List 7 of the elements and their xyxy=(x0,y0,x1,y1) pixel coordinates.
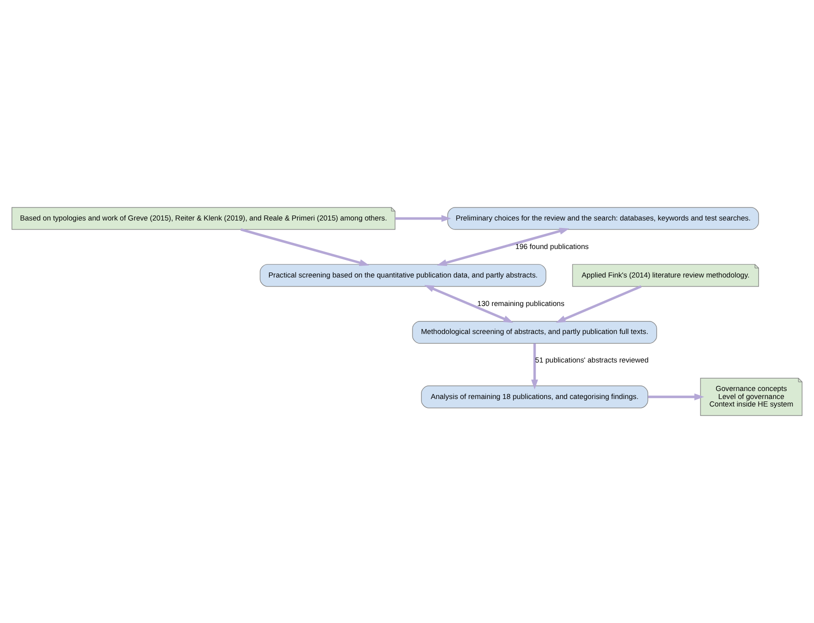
arrow xyxy=(556,285,642,323)
arrow xyxy=(240,228,370,266)
arrow xyxy=(436,228,570,266)
arrow xyxy=(424,284,514,323)
arrow xyxy=(648,393,704,400)
arrow xyxy=(395,215,452,222)
arrow xyxy=(531,343,538,390)
